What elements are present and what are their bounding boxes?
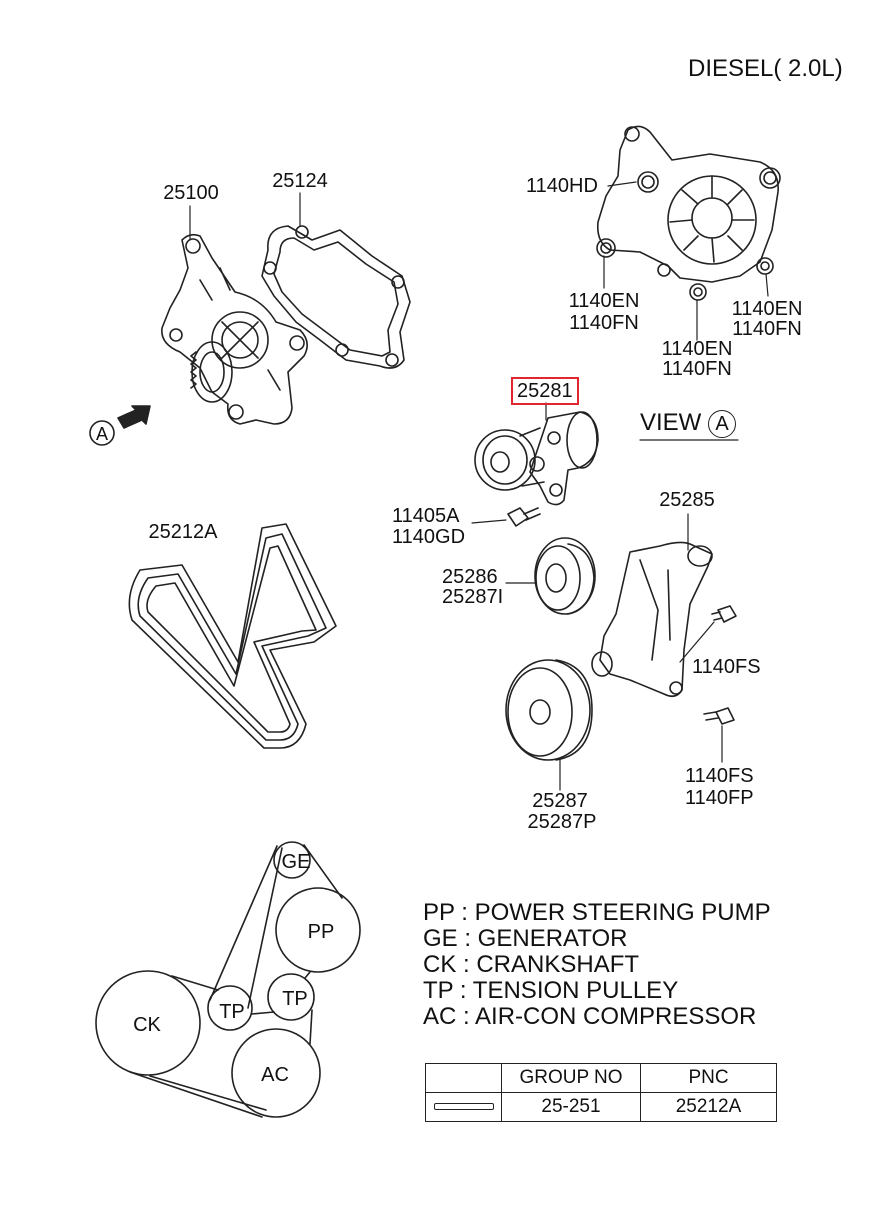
part-label-1140en-b: 1140EN xyxy=(731,298,803,320)
belt-25212a xyxy=(128,523,337,749)
table-cell: 25-251 xyxy=(501,1092,641,1122)
view-a-title: VIEW A xyxy=(640,409,737,438)
part-label-25285: 25285 xyxy=(659,489,715,511)
housing-view-a xyxy=(596,125,781,301)
legend-item: PP : POWER STEERING PUMP xyxy=(423,899,771,926)
legend-item: TP : TENSION PULLEY xyxy=(423,977,679,1004)
pulley-label-pp: PP xyxy=(307,921,335,943)
part-label-25286: 25286 xyxy=(442,566,498,588)
view-arrow xyxy=(89,405,151,446)
part-label-25287: 25287 xyxy=(532,790,588,812)
abbreviation-legend: PP : POWER STEERING PUMP GE : GENERATOR … xyxy=(423,900,771,1030)
table-header-cell: GROUP NO xyxy=(501,1063,641,1093)
pulley-label-tp1: TP xyxy=(219,1001,245,1023)
belt-symbol-cell xyxy=(425,1092,502,1122)
leader-lines xyxy=(189,181,769,791)
part-label-1140fp: 1140FP xyxy=(685,787,754,809)
bolt-11405a xyxy=(507,507,541,527)
bolt-1140fs-upper xyxy=(711,605,737,623)
table-header-row: GROUP NO PNC xyxy=(425,1063,777,1093)
pulley-label-ac: AC xyxy=(261,1064,289,1086)
part-label-1140fn-b: 1140FN xyxy=(732,318,802,340)
bolt-1140fs-lower xyxy=(703,707,735,725)
bracket-25285 xyxy=(591,541,713,698)
group-table: GROUP NO PNC 25-251 25212A xyxy=(425,1063,777,1122)
part-label-1140fn-a: 1140FN xyxy=(569,312,639,334)
view-label: VIEW xyxy=(640,409,702,436)
tensioner-25281 xyxy=(474,411,599,506)
part-label-1140gd: 1140GD xyxy=(392,526,466,548)
part-label-25100: 25100 xyxy=(163,182,219,204)
part-label-25287p: 25287P xyxy=(527,811,597,833)
part-label-1140fn-c: 1140FN xyxy=(662,358,732,380)
part-label-1140fs-a: 1140FS xyxy=(692,656,761,678)
gasket-25124 xyxy=(261,225,411,369)
part-label-1140en-c: 1140EN xyxy=(661,338,733,360)
part-label-25287i: 25287I xyxy=(442,586,504,608)
pulley-label-ck: CK xyxy=(133,1014,161,1036)
pulley-label-ge: GE xyxy=(281,851,311,873)
pulley-label-tp2: TP xyxy=(282,988,308,1010)
part-label-25281-highlighted[interactable]: 25281 xyxy=(511,377,579,405)
part-label-25124: 25124 xyxy=(272,170,328,192)
legend-item: GE : GENERATOR xyxy=(423,925,628,952)
legend-item: CK : CRANKSHAFT xyxy=(423,951,640,978)
view-a-marker: A xyxy=(708,410,737,438)
legend-item: AC : AIR-CON COMPRESSOR xyxy=(423,1003,757,1030)
idler-pulley-25286 xyxy=(534,537,596,615)
belt-routing-diagram xyxy=(95,841,361,1118)
part-label-1140hd: 1140HD xyxy=(526,175,598,197)
part-label-1140en-a: 1140EN xyxy=(568,290,640,312)
table-header-cell xyxy=(425,1063,502,1093)
belt-symbol-icon xyxy=(433,1103,494,1111)
part-label-11405a: 11405A xyxy=(392,505,460,527)
part-label-1140fs-b: 1140FS xyxy=(685,765,754,787)
water-pump-25100 xyxy=(161,233,308,425)
pulley-25287 xyxy=(505,659,593,761)
view-marker-circle: A xyxy=(95,424,109,444)
table-cell: 25212A xyxy=(640,1092,777,1122)
page-title: DIESEL( 2.0L) xyxy=(688,55,843,82)
table-row: 25-251 25212A xyxy=(425,1092,777,1122)
table-header-cell: PNC xyxy=(640,1063,777,1093)
part-label-25212a: 25212A xyxy=(148,521,218,543)
